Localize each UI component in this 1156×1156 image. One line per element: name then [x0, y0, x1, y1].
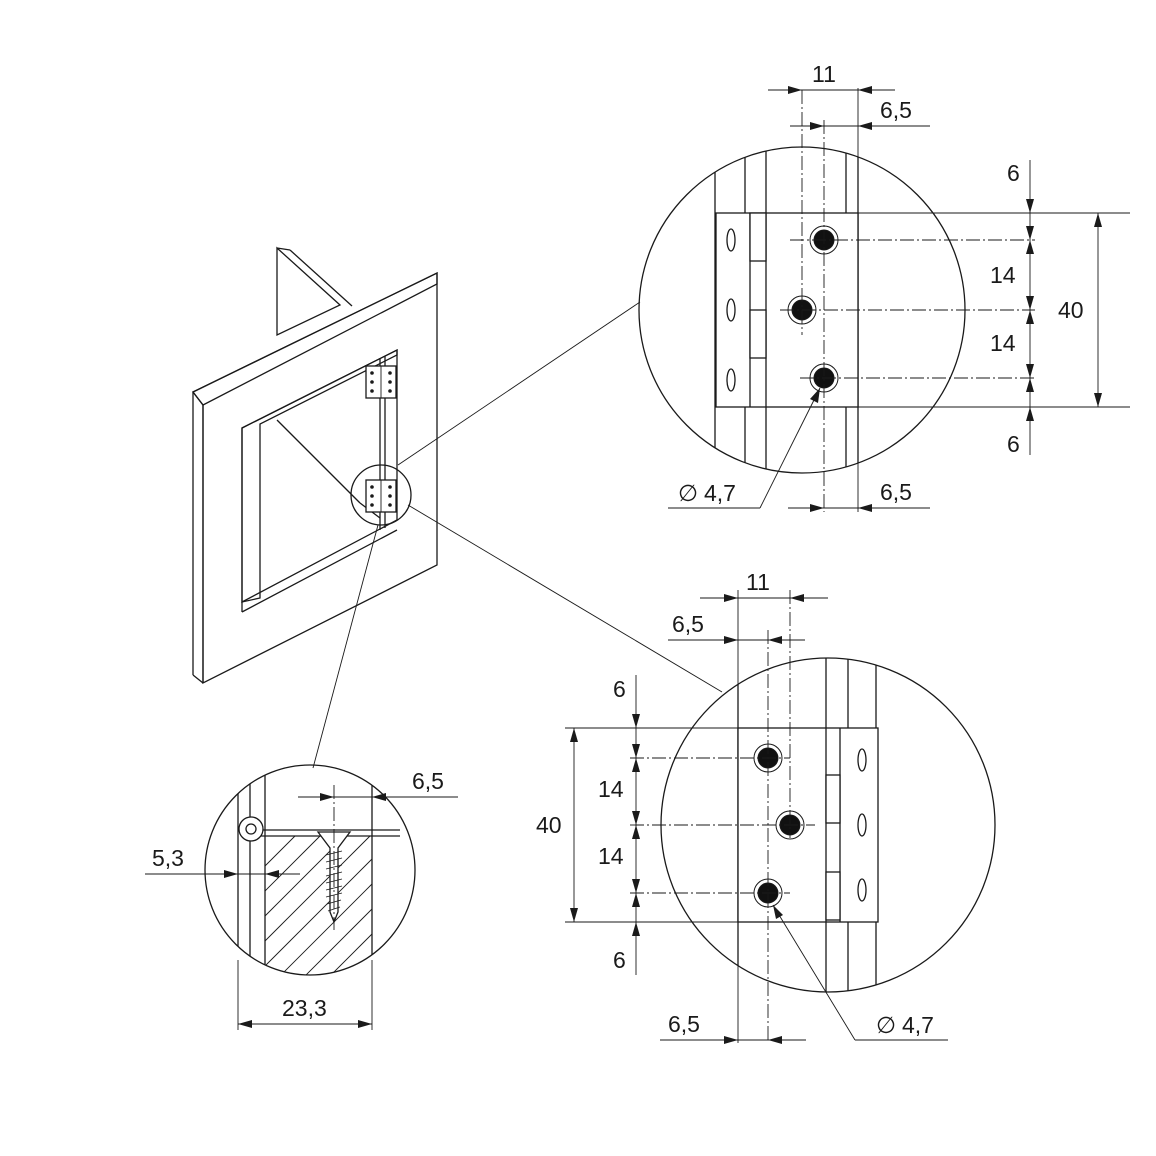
dim-top-14-b: 14 — [990, 330, 1016, 356]
dim-bottom-diameter-symbol: ∅ — [876, 1012, 896, 1038]
dim-bottom-6-5-lower: 6,5 — [668, 1011, 700, 1037]
dim-top-6-upper: 6 — [1007, 160, 1020, 186]
dim-bottom-11: 11 — [746, 569, 770, 595]
detail-section-screw: 6,5 5,3 23,3 — [145, 764, 458, 1030]
dim-top-6-5-upper: 6,5 — [880, 97, 912, 123]
dim-bottom-40: 40 — [536, 812, 562, 838]
dim-top-6-lower: 6 — [1007, 431, 1020, 457]
dim-bottom-6-5-upper: 6,5 — [672, 611, 704, 637]
dim-bottom-6-upper: 6 — [613, 676, 626, 702]
dim-top-6-5-lower: 6,5 — [880, 479, 912, 505]
dim-section-23-3: 23,3 — [282, 995, 327, 1021]
dim-section-6-5: 6,5 — [412, 768, 444, 794]
dim-bottom-diameter: 4,7 — [902, 1012, 934, 1038]
dim-top-40: 40 — [1058, 297, 1084, 323]
dim-bottom-14-a: 14 — [598, 776, 624, 802]
cabinet-frame-view — [191, 246, 723, 769]
dim-section-5-3: 5,3 — [152, 845, 184, 871]
dim-top-diameter: 4,7 — [704, 480, 736, 506]
dim-top-14-a: 14 — [990, 262, 1016, 288]
dim-bottom-6-lower: 6 — [613, 947, 626, 973]
detail-bottom-hinge: 11 6,5 6 14 14 6 40 6,5 ∅ 4,7 — [536, 569, 996, 1044]
dim-top-11: 11 — [812, 61, 836, 87]
dim-bottom-14-b: 14 — [598, 843, 624, 869]
dim-top-diameter-symbol: ∅ — [678, 480, 698, 506]
detail-top-hinge: 11 6,5 6 14 14 6 40 ∅ 4,7 6,5 — [638, 61, 1130, 512]
